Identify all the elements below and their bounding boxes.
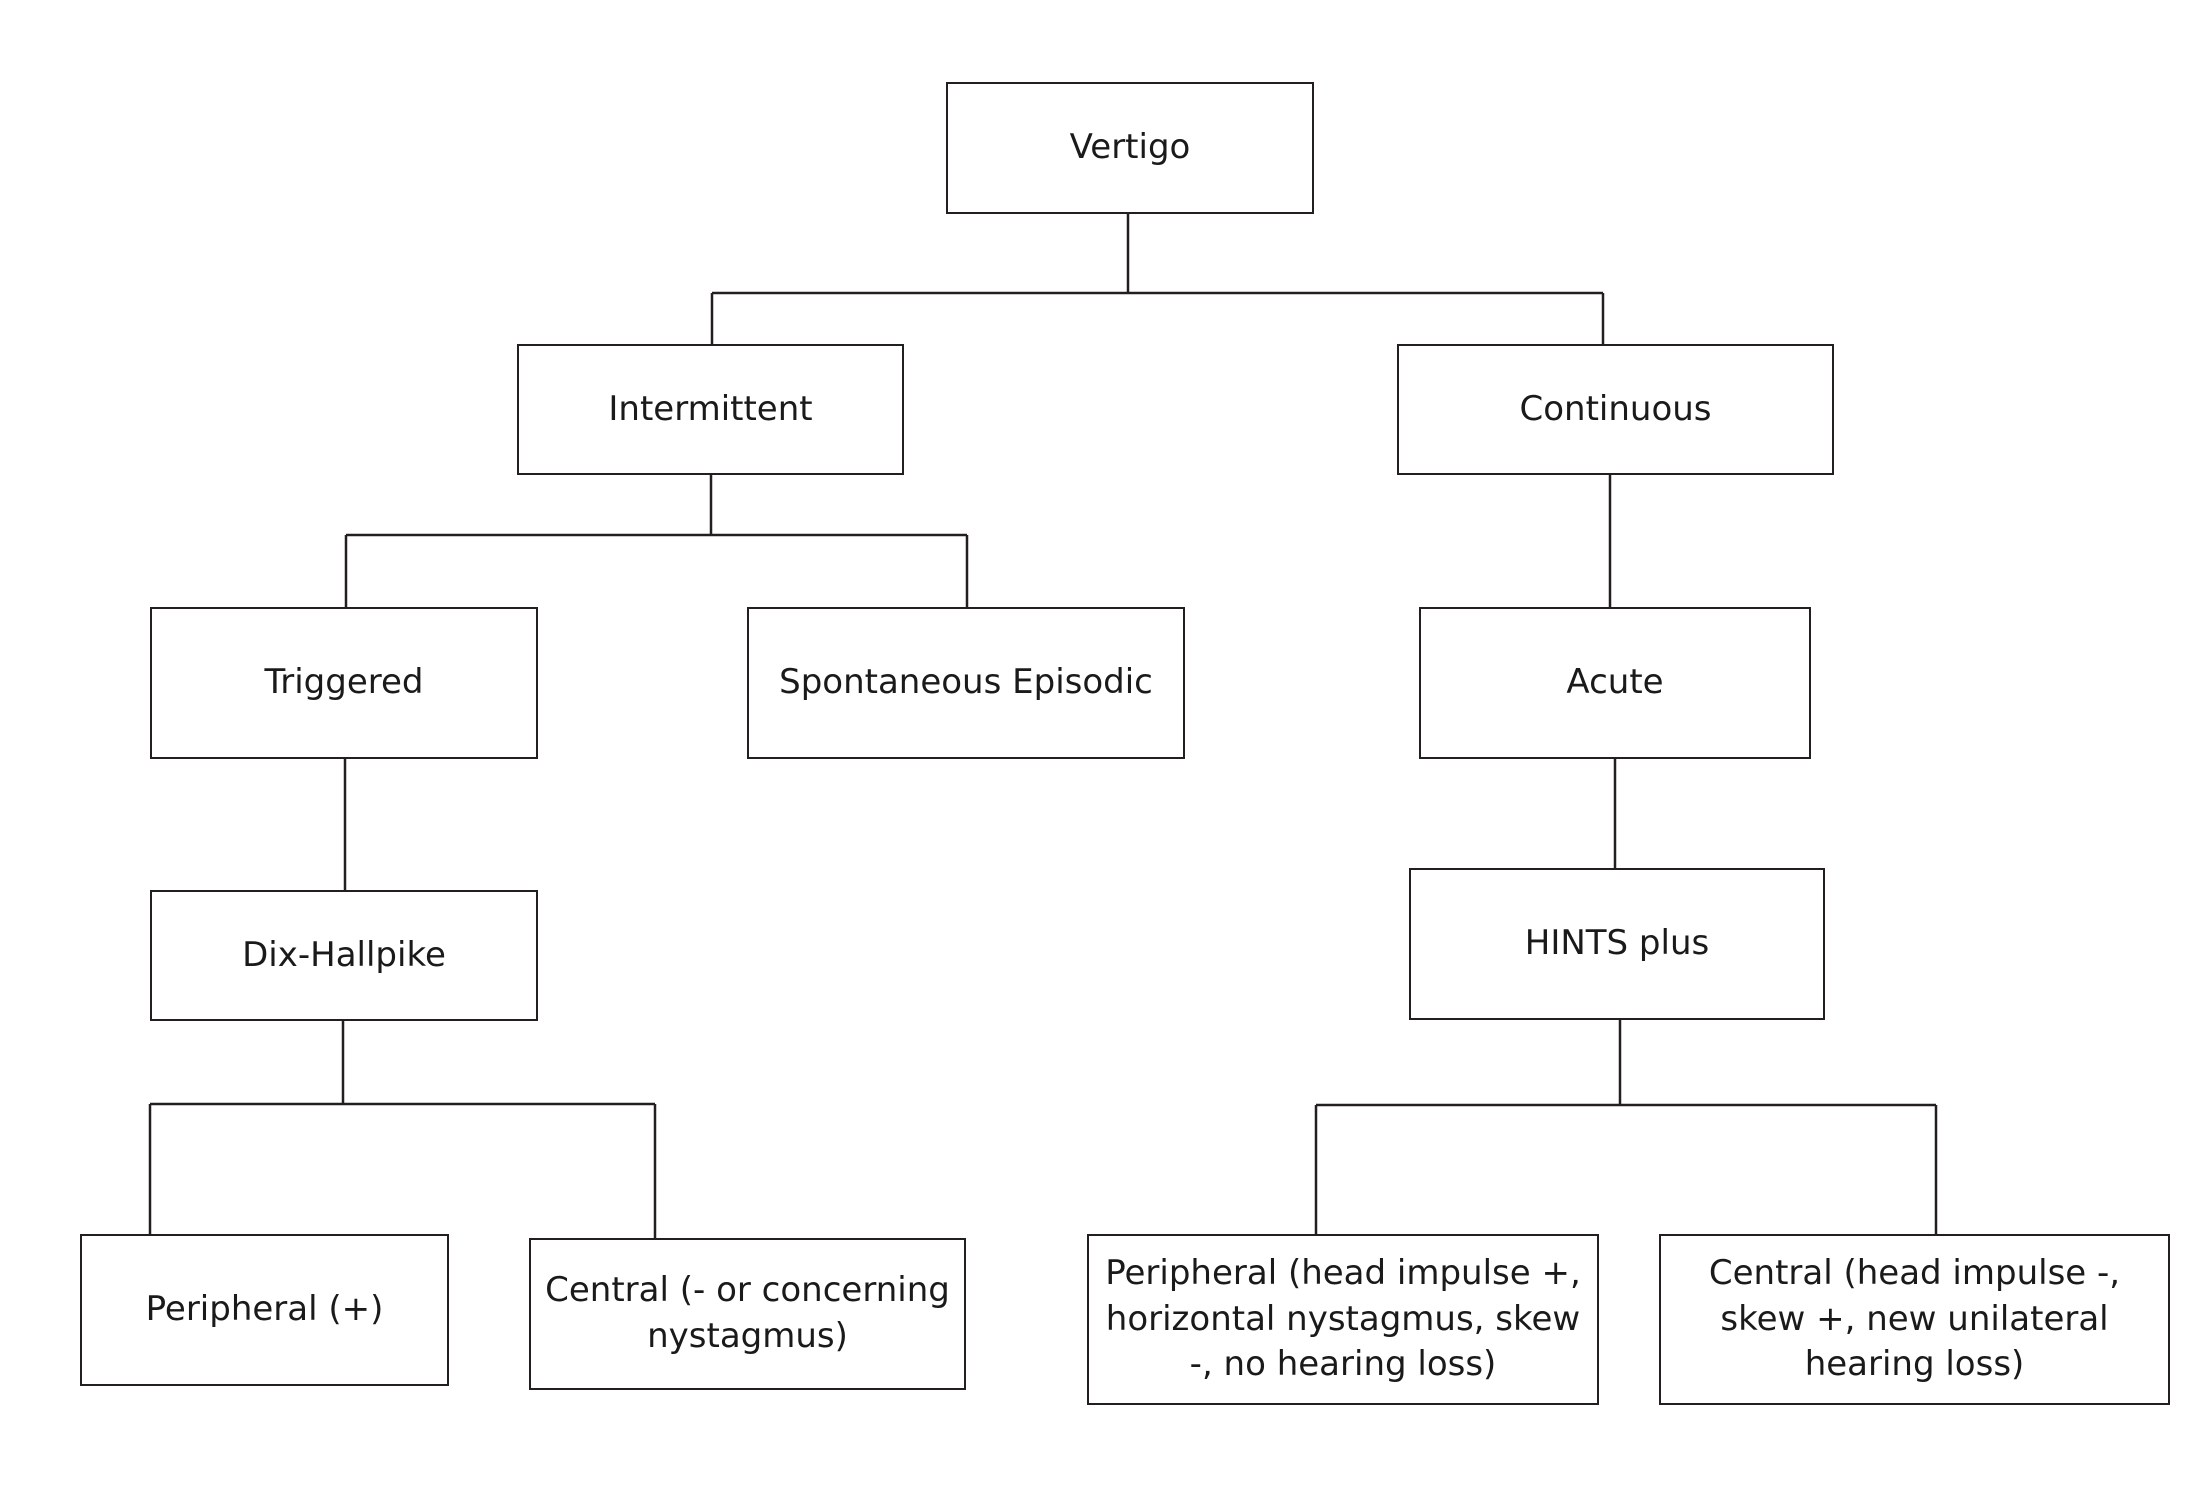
node-hints-plus: HINTS plus — [1409, 868, 1825, 1020]
node-central-hints-findings: Central (head impulse -, skew +, new uni… — [1659, 1234, 2170, 1405]
connector-intermittent-branch — [344, 475, 969, 607]
node-spontaneous-episodic: Spontaneous Episodic — [747, 607, 1185, 759]
node-continuous: Continuous — [1397, 344, 1834, 475]
node-triggered: Triggered — [150, 607, 538, 759]
connector-vertigo-branch — [710, 214, 1605, 344]
connector-hints-branch — [1314, 1020, 1938, 1234]
node-central-concerning-nystagmus: Central (- or concerning nystagmus) — [529, 1238, 966, 1390]
connector-dixhallpike-branch — [148, 1021, 657, 1238]
node-intermittent: Intermittent — [517, 344, 904, 475]
node-dix-hallpike: Dix-Hallpike — [150, 890, 538, 1021]
node-peripheral-hints-findings: Peripheral (head impulse +, horizontal n… — [1087, 1234, 1599, 1405]
node-vertigo: Vertigo — [946, 82, 1314, 214]
node-peripheral-positive: Peripheral (+) — [80, 1234, 449, 1386]
node-acute: Acute — [1419, 607, 1811, 759]
